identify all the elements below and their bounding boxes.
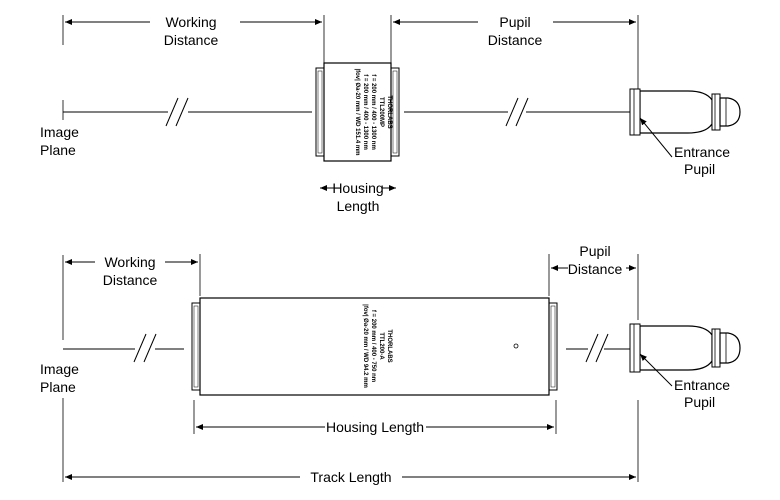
track-length-label: Track Length [310,469,391,485]
bottom-diagram: Working Distance Pupil Distance Image Pl… [40,243,741,485]
housing-length-label-1: Housing [332,180,383,196]
bottom-axis-break-mark [585,333,599,363]
lens-spec-text: f = 200 mm / 400 - 1300 nm [362,74,368,150]
bottom-lens-model-text: TTL200-A [378,332,384,360]
image-plane-label-1: Image [40,124,79,140]
objective-bottom [629,323,741,373]
short-housing-lens: THORLABS TTL200MP f = 200 mm / 400 - 130… [315,62,400,162]
lens-spec-text: f = 200 mm / 400 - 1300 nm [370,74,376,150]
axis-break-mark [515,97,529,127]
bottom-pupil-distance-label-2: Distance [568,261,623,277]
bottom-axis-break-mark [595,333,609,363]
working-distance-label-1: Working [165,14,216,30]
top-diagram: Working Distance Pupil Distance Image Pl… [40,14,741,214]
lens-model-text: TTL200MP [378,97,384,127]
axis-break-mark [165,97,179,127]
entrance-pupil-label-1: Entrance [674,144,730,160]
lens-fov-text: |fov| Øa-20 mm / WD 151.4 mm [354,68,360,155]
bottom-image-plane-label-1: Image [40,361,79,377]
entrance-pupil-label-2: Pupil [684,161,715,177]
pupil-distance-label-2: Distance [488,32,543,48]
axis-break-mark [505,97,519,127]
bottom-lens-brand-text: THORLABS [386,329,392,362]
bottom-pupil-distance-label-1: Pupil [579,243,610,259]
bottom-axis-break-mark [143,333,157,363]
bottom-entrance-pupil-leader [639,353,673,387]
bottom-working-distance-label-1: Working [104,254,155,270]
pupil-distance-label-1: Pupil [499,14,530,30]
housing-length-label-2: Length [337,198,380,214]
image-plane-label-2: Plane [40,142,76,158]
axis-break-mark [175,97,189,127]
objective-top [629,88,741,136]
bottom-axis-break-mark [133,333,147,363]
long-housing-lens: THORLABS TTL200-A f = 200 mm / 400 - 750… [191,297,558,396]
bottom-lens-spec-text: f = 200 mm / 400 - 750 nm [370,310,376,382]
working-distance-label-2: Distance [164,32,219,48]
bottom-image-plane-label-2: Plane [40,379,76,395]
lens-brand-text: THORLABS [386,95,392,128]
bottom-entrance-pupil-label-1: Entrance [674,377,730,393]
bottom-entrance-pupil-label-2: Pupil [684,394,715,410]
bottom-working-distance-label-2: Distance [103,272,158,288]
bottom-housing-length-label: Housing Length [326,419,424,435]
bottom-lens-fov-text: |fov| Øa-20 mm / WD 94.2 mm [362,304,368,388]
housing-screw-icon [513,343,519,349]
entrance-pupil-leader [639,117,673,158]
